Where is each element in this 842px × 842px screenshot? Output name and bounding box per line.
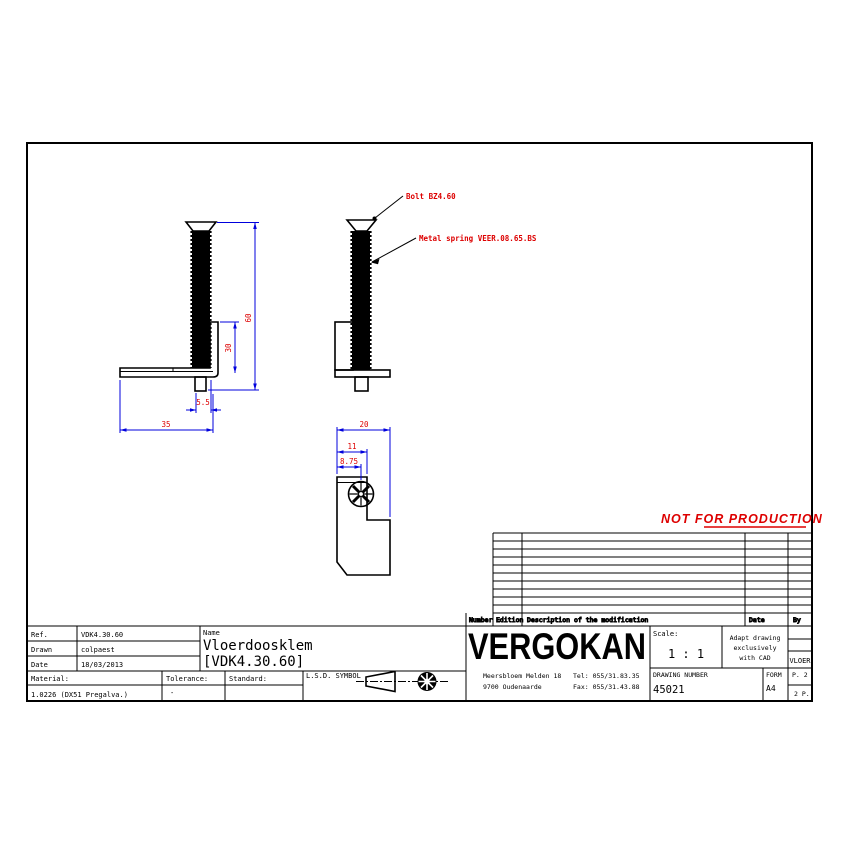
dim-top-width: 20 (359, 420, 369, 429)
bolt-head-front (345, 219, 378, 232)
rev-header-description: Description of the modification (527, 616, 648, 624)
date-value: 18/03/2013 (81, 661, 123, 669)
scale-label: Scale: (653, 630, 678, 638)
rev-header-edition: Edition (496, 616, 523, 624)
sheet-bottom: 2 P. (794, 690, 810, 698)
screw-head (347, 480, 375, 508)
bolt-head (184, 221, 218, 232)
bolt-tail-front (354, 376, 369, 392)
bracket-base-front (334, 369, 391, 378)
top-view-outline (336, 476, 391, 576)
watermark: NOT FOR PRODUCTION (661, 512, 823, 528)
phone: Tel: 055/31.83.35 (573, 672, 640, 680)
bolt-tail (194, 376, 207, 392)
tolerance-value: - (170, 689, 174, 697)
spring-body-front (352, 231, 370, 370)
ref-label: Ref. (31, 631, 48, 639)
category: VLOER (789, 657, 811, 665)
cad-note-2: exclusively (733, 644, 776, 652)
view-side-dimensions: 60 30 5.5 35 (119, 222, 259, 433)
revision-table: Number Edition Description of the modifi… (465, 532, 812, 627)
tolerance-label: Tolerance: (166, 675, 208, 683)
title-block: Ref. VDK4.30.60 Drawn colpaest Date 18/0… (27, 613, 812, 701)
bracket-outline (119, 321, 219, 378)
leader-arrow (371, 258, 380, 265)
fax: Fax: 055/31.43.88 (573, 683, 640, 691)
ref-value: VDK4.30.60 (81, 631, 123, 639)
projection-symbol (356, 670, 448, 693)
rev-header-number: Number (469, 616, 493, 624)
lsd-symbol-label: L.S.D. SYMBOL (306, 672, 361, 680)
drawn-label: Drawn (31, 646, 52, 654)
sheet-top: P. 2 (792, 671, 808, 679)
standard-label: Standard: (229, 675, 267, 683)
cad-note-3: with CAD (739, 654, 770, 662)
cone-symbol (365, 670, 396, 693)
leader-dot (372, 216, 377, 221)
callouts: Bolt BZ4.60 Metal spring VEER.08.65.BS (371, 192, 537, 265)
callout-bolt: Bolt BZ4.60 (406, 192, 456, 201)
rev-header-by: By (793, 616, 801, 624)
cad-note-1: Adapt drawing (730, 634, 781, 642)
dim-base-width: 35 (161, 420, 170, 429)
dim-top-inner: 11 (347, 442, 356, 451)
material-value: 1.0226 (DX51 Pregalva.) (31, 691, 128, 699)
rev-header-date: Date (749, 616, 765, 624)
dim-tab-width: 5.5 (196, 398, 210, 407)
spring-body (192, 231, 210, 368)
drawing-number: 45021 (653, 684, 685, 696)
callout-spring: Metal spring VEER.08.65.BS (419, 234, 537, 243)
material-label: Material: (31, 675, 69, 683)
dim-screw-offset: 8.75 (340, 457, 358, 466)
view-top-dimensions: 20 11 8.75 (336, 420, 391, 517)
address-line1: Meersbloem Melden 18 (483, 672, 561, 680)
form-value: A4 (766, 684, 776, 693)
part-code: [VDK4.30.60] (203, 654, 304, 670)
view-front (334, 219, 391, 392)
not-for-production-text: NOT FOR PRODUCTION (661, 512, 823, 526)
dim-leg-height: 30 (224, 343, 233, 353)
view-top (336, 476, 391, 576)
part-name: Vloerdoosklem (203, 638, 313, 654)
drawn-value: colpaest (81, 646, 115, 654)
date-label: Date (31, 661, 48, 669)
name-label: Name (203, 629, 220, 637)
scale-value: 1 : 1 (668, 647, 704, 661)
drawing-frame (26, 142, 813, 702)
bracket-leg-front (334, 321, 354, 371)
dim-overall-height: 60 (244, 313, 253, 323)
pozidriv-center (358, 491, 364, 497)
address-line2: 9700 Oudenaarde (483, 683, 542, 691)
form-label: FORM (766, 671, 782, 679)
view-side (119, 221, 219, 392)
vergokan-logo: VERGOKAN (468, 626, 646, 667)
drawing-number-label: DRAWING NUMBER (653, 671, 708, 679)
